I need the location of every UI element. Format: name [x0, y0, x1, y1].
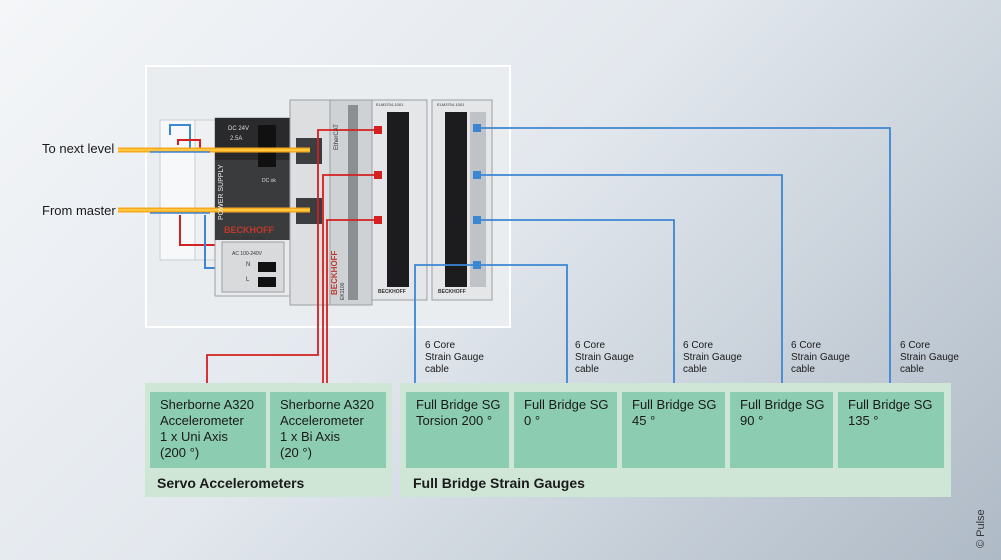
- cable-label-90: 6 Core Strain Gauge cable: [791, 340, 850, 375]
- coupler-led-column: [348, 105, 358, 300]
- module-1-model: ELM3704-1001: [376, 102, 404, 107]
- power-supply-model: PS1111-2422-0002: [223, 236, 266, 242]
- servo-accelerometers-title: Servo Accelerometers: [157, 475, 305, 491]
- power-supply-brand: BECKHOFF: [224, 225, 274, 235]
- accelerometer-uni-axis-box: Sherborne A320 Accelerometer 1 x Uni Axi…: [150, 392, 266, 468]
- sg-45-wire: [477, 219, 675, 392]
- plate-wire-red: [177, 139, 201, 150]
- coupler-model: EK1100: [340, 282, 346, 300]
- cable-label-45: 6 Core Strain Gauge cable: [683, 340, 742, 375]
- terminal-n: [258, 262, 276, 272]
- module-2-brand: BECKHOFF: [438, 289, 466, 295]
- power-supply-dc-ok: DC ok: [262, 178, 276, 184]
- terminal-module-1-connectors: [387, 112, 409, 287]
- coupler-protocol: EtherCAT: [334, 124, 340, 150]
- mains-wire-red: [179, 215, 225, 246]
- power-supply-rating-voltage: DC 24V: [228, 126, 250, 132]
- sg-connector-4: [473, 261, 481, 269]
- terminal-l-label: L: [246, 277, 250, 283]
- accelerometer-connector-3: [374, 216, 382, 224]
- accelerometer-2-wire-a: [322, 174, 378, 392]
- power-supply-rating-current: 2.5A: [230, 136, 243, 142]
- terminal-module-2-leds: [470, 112, 486, 287]
- image-credit: © Pulse: [975, 509, 987, 548]
- power-supply-face: [215, 160, 290, 240]
- module-2-model: ELM3704-1001: [437, 102, 465, 107]
- terminal-l: [258, 277, 276, 287]
- sg-connector-1: [473, 124, 481, 132]
- sg-45-box: Full Bridge SG 45 °: [622, 392, 725, 468]
- sg-0-wire: [477, 264, 568, 392]
- strain-gauges-title: Full Bridge Strain Gauges: [413, 475, 585, 491]
- sg-135-box: Full Bridge SG 135 °: [838, 392, 944, 468]
- sg-torsion-wire: [414, 264, 477, 392]
- cable-label-0: 6 Core Strain Gauge cable: [575, 340, 634, 375]
- sg-connector-2: [473, 171, 481, 179]
- sg-90-box: Full Bridge SG 90 °: [730, 392, 833, 468]
- sg-90-wire: [477, 174, 783, 392]
- accelerometer-2-wire-b: [326, 219, 378, 392]
- power-supply-input: AC 100-240V: [232, 251, 263, 257]
- accelerometer-1-wire: [206, 129, 378, 392]
- accelerometer-connector-2: [374, 171, 382, 179]
- plate-wire-blue: [169, 124, 191, 148]
- coupler-brand: BECKHOFF: [330, 250, 339, 295]
- label-from-master: From master: [42, 203, 116, 218]
- power-supply-title: POWER SUPPLY: [218, 164, 225, 221]
- sg-torsion-box: Full Bridge SG Torsion 200 °: [406, 392, 509, 468]
- sg-connector-3: [473, 216, 481, 224]
- accelerometer-bi-axis-box: Sherborne A320 Accelerometer 1 x Bi Axis…: [270, 392, 386, 468]
- power-supply-output-terminals: [258, 125, 276, 167]
- terminal-n-label: N: [246, 262, 251, 268]
- cable-label-torsion: 6 Core Strain Gauge cable: [425, 340, 484, 375]
- module-1-brand: BECKHOFF: [378, 289, 406, 295]
- sg-0-box: Full Bridge SG 0 °: [514, 392, 617, 468]
- sg-135-wire: [477, 127, 891, 392]
- accelerometer-connector-1: [374, 126, 382, 134]
- label-to-next-level: To next level: [42, 141, 115, 156]
- cable-label-135: 6 Core Strain Gauge cable: [900, 340, 959, 375]
- terminal-module-2-connectors: [445, 112, 467, 287]
